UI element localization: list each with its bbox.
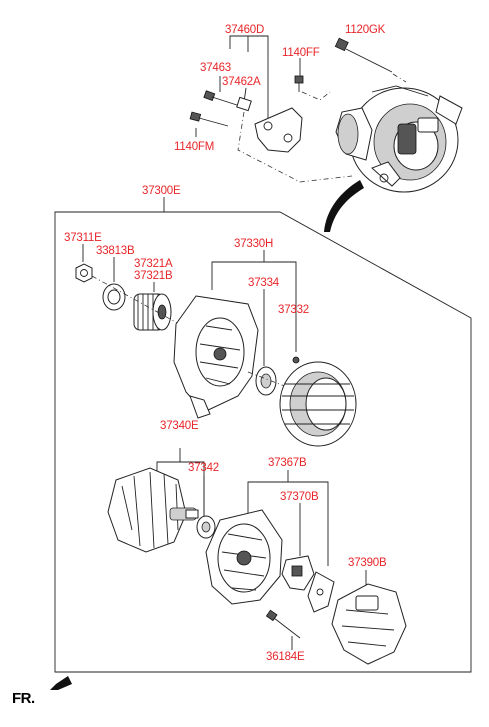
screw-37332 xyxy=(292,356,300,364)
label-37370B: 37370B xyxy=(280,491,319,503)
assembly-outline xyxy=(54,211,472,673)
sleeve-37462A xyxy=(236,96,252,112)
label-37460D: 37460D xyxy=(225,24,265,36)
bolt-1140FF xyxy=(294,75,304,92)
rear-housing-37367B xyxy=(205,509,283,605)
label-37342: 37342 xyxy=(188,462,219,474)
bolt-1120GK xyxy=(334,37,393,73)
label-37300E: 37300E xyxy=(142,185,181,197)
bearing-37342 xyxy=(196,515,216,539)
label-33813B: 33813B xyxy=(96,245,135,257)
exploded-view-arrow xyxy=(324,180,364,232)
bolt-1140FM xyxy=(189,111,229,127)
label-1140FF: 1140FF xyxy=(282,47,320,59)
bolt-36184E xyxy=(265,609,301,639)
stator xyxy=(279,361,357,447)
label-37311E: 37311E xyxy=(64,232,102,244)
label-37463: 37463 xyxy=(200,62,231,74)
front-direction-label: FR. xyxy=(12,690,35,707)
rear-cover-37390B xyxy=(331,583,407,665)
rotor-37340E xyxy=(107,467,199,553)
bolt-37463 xyxy=(203,90,241,107)
label-37340E: 37340E xyxy=(160,420,199,432)
label-1140FM: 1140FM xyxy=(174,141,215,153)
label-37367B: 37367B xyxy=(268,457,307,469)
label-36184E: 36184E xyxy=(266,651,305,663)
front-housing-37330H xyxy=(173,295,259,419)
label-37321A: 37321A xyxy=(134,258,173,270)
alternator-assembly xyxy=(335,85,463,193)
label-37334: 37334 xyxy=(248,277,279,289)
leader-lines-top xyxy=(195,35,301,137)
label-37390B: 37390B xyxy=(348,557,387,569)
regulator-37370B xyxy=(281,555,335,613)
bracket-part xyxy=(254,107,303,153)
label-37321B: 37321B xyxy=(134,270,173,282)
front-arrow-icon xyxy=(50,676,72,690)
bearing-37334 xyxy=(255,366,277,396)
nut-37311E xyxy=(75,263,93,283)
label-1120GK: 1120GK xyxy=(345,24,386,36)
spacer-33813B xyxy=(102,283,126,311)
pulley-37321 xyxy=(133,293,172,331)
label-37330H: 37330H xyxy=(234,238,274,250)
label-37332: 37332 xyxy=(278,304,309,316)
label-37462A: 37462A xyxy=(222,76,261,88)
